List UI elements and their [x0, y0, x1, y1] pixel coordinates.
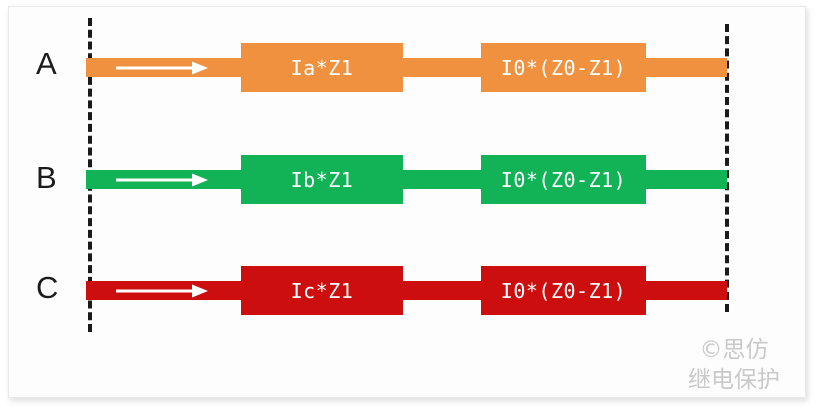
impedance-box-a-2-label: I0*(Z0-Z1) [500, 55, 627, 80]
impedance-box-b-1: Ib*Z1 [241, 155, 403, 204]
impedance-box-a-1-label: Ia*Z1 [290, 55, 354, 80]
impedance-box-b-2-label: I0*(Z0-Z1) [500, 167, 627, 192]
right-arrow-icon [116, 172, 208, 188]
watermark-line-2: 继电保护 [688, 366, 780, 393]
right-arrow-icon [116, 60, 208, 76]
impedance-box-a-1: Ia*Z1 [241, 43, 403, 92]
impedance-box-b-2: I0*(Z0-Z1) [481, 155, 646, 204]
impedance-box-c-1-label: Ic*Z1 [290, 278, 354, 303]
phase-label-c: C [36, 270, 59, 305]
right-arrow-icon [116, 283, 208, 299]
phase-label-a: A [36, 46, 57, 81]
right-boundary-dashed-line [725, 24, 729, 312]
watermark: ©思仿 继电保护 [688, 336, 780, 395]
watermark-line-1: ©思仿 [699, 337, 769, 364]
impedance-box-a-2: I0*(Z0-Z1) [481, 43, 646, 92]
phase-label-b: B [36, 160, 57, 195]
impedance-box-c-2-label: I0*(Z0-Z1) [500, 278, 627, 303]
impedance-box-c-1: Ic*Z1 [241, 266, 403, 315]
impedance-box-c-2: I0*(Z0-Z1) [481, 266, 646, 315]
impedance-box-b-1-label: Ib*Z1 [290, 167, 354, 192]
